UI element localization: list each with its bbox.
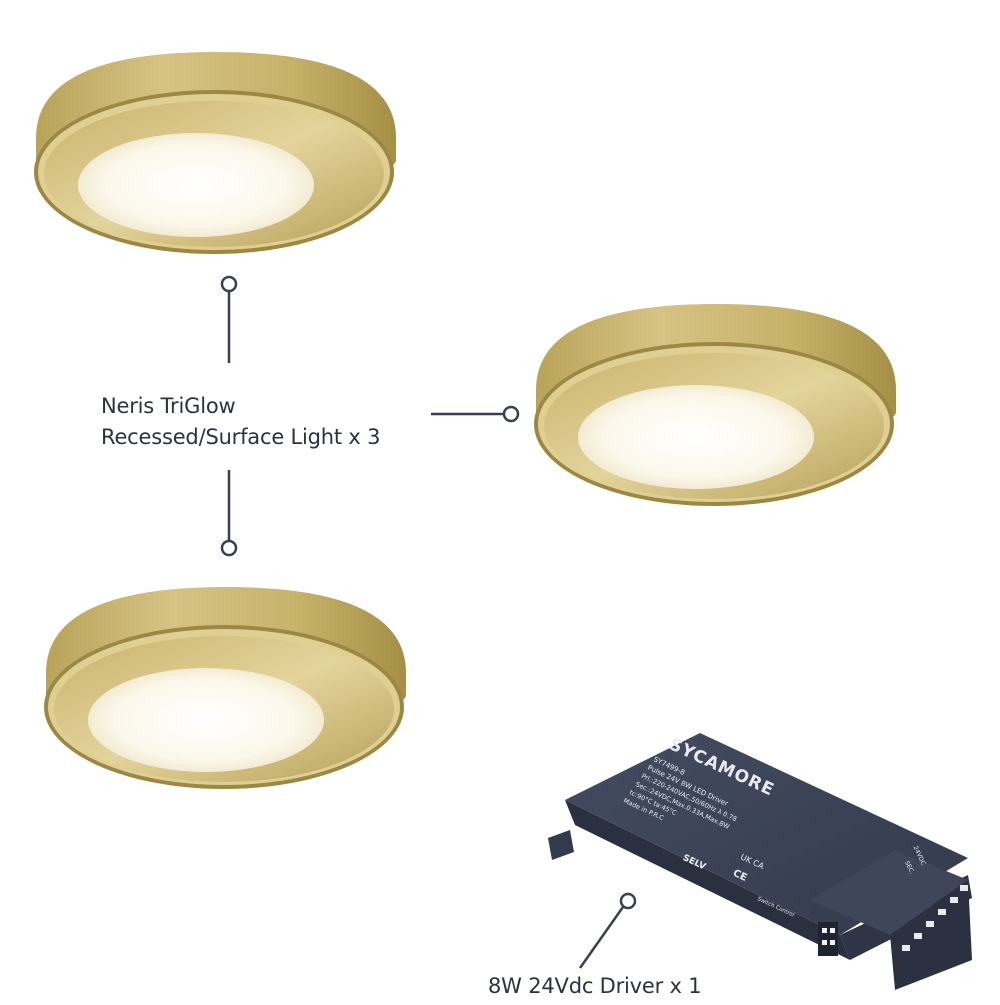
led-driver: SYCAMORE SY7499-8 Pulse 24V 8W LED Drive… (548, 733, 972, 990)
lights-label: Neris TriGlow Recessed/Surface Light x 3 (101, 391, 380, 453)
callout-lines (220, 275, 637, 969)
downlight-right (534, 304, 896, 506)
callout-dot-top (220, 275, 238, 293)
callout-line-driver (578, 906, 625, 969)
driver-ce: CE (731, 868, 749, 884)
callout-dot-right (502, 405, 520, 423)
lights-label-line1: Neris TriGlow (101, 394, 236, 418)
callout-dot-bottom (220, 539, 238, 557)
lights-label-line2: Recessed/Surface Light x 3 (101, 425, 381, 449)
driver-label: 8W 24Vdc Driver x 1 (488, 974, 702, 998)
callout-dot-driver (619, 892, 637, 910)
downlight-top (34, 52, 396, 254)
downlight-bottom (44, 587, 406, 789)
